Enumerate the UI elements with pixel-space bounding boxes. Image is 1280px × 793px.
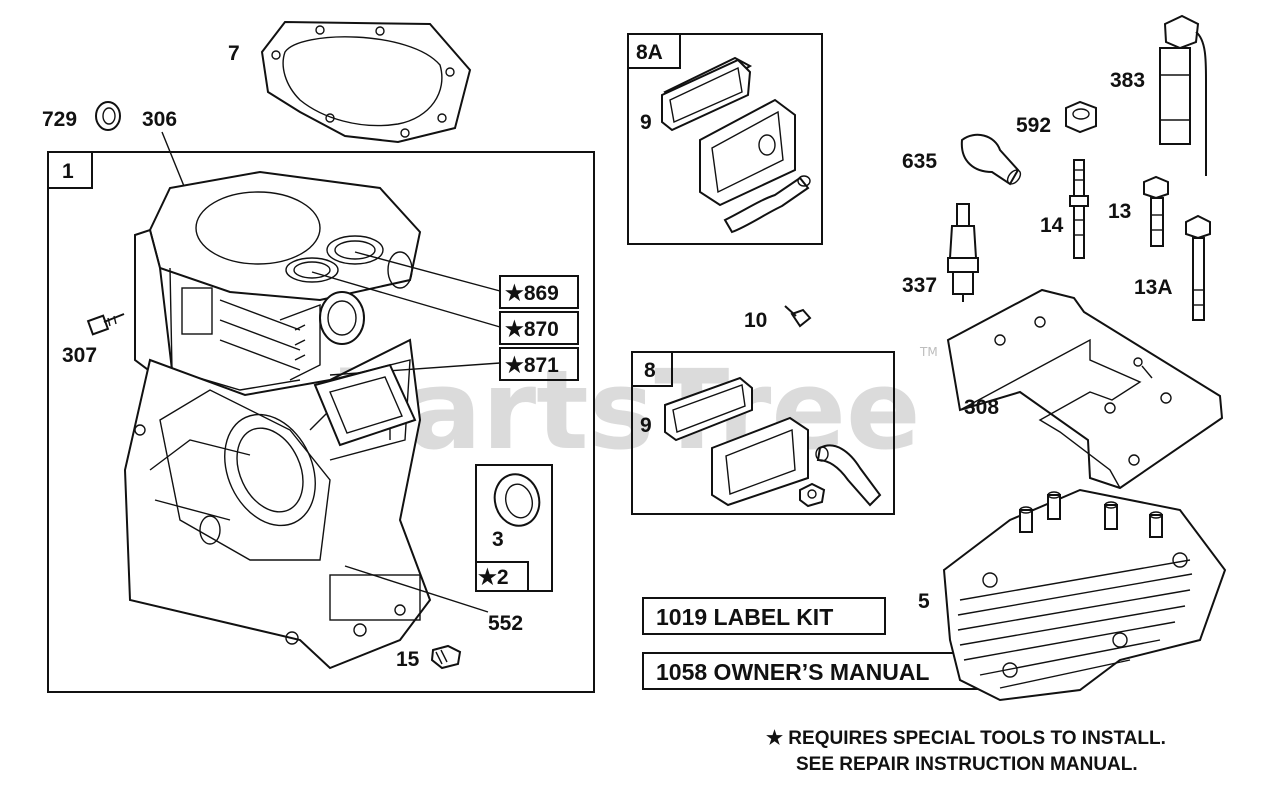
label-kit-box xyxy=(642,597,886,635)
head-gasket-drawing xyxy=(260,20,472,144)
callout-2-box xyxy=(475,561,529,592)
bolt-13-drawing xyxy=(1143,175,1169,247)
callout-869: ★869 xyxy=(505,282,559,305)
callout-14: 14 xyxy=(1040,214,1064,237)
screw-10-drawing xyxy=(784,305,812,328)
box-8a-label: 8A xyxy=(636,41,663,64)
box-1-label: 1 xyxy=(62,160,74,183)
label-kit: 1019 LABEL KIT xyxy=(656,604,833,630)
callout-869-box xyxy=(499,275,579,309)
callout-635: 635 xyxy=(902,150,937,173)
callout-10: 10 xyxy=(744,309,767,332)
nut-592-drawing xyxy=(1065,100,1097,134)
callout-871-box xyxy=(499,347,579,381)
callout-7: 7 xyxy=(228,42,240,65)
watermark-tm: TM xyxy=(919,345,938,359)
leader-552 xyxy=(344,565,489,613)
callout-592: 592 xyxy=(1016,114,1051,137)
callout-9-lower: 9 xyxy=(640,414,652,437)
seal-3-drawing xyxy=(493,473,541,527)
callout-729: 729 xyxy=(42,108,77,131)
callout-552: 552 xyxy=(488,612,523,635)
footnote-line-1: ★ REQUIRES SPECIAL TOOLS TO INSTALL. xyxy=(766,728,1166,749)
box-8a xyxy=(627,33,823,245)
footnote-line-2: SEE REPAIR INSTRUCTION MANUAL. xyxy=(796,754,1138,775)
callout-13: 13 xyxy=(1108,200,1131,223)
callout-306: 306 xyxy=(142,108,177,131)
callout-5: 5 xyxy=(918,590,930,613)
boot-635-drawing xyxy=(960,133,1022,186)
cylinder-head-5-drawing xyxy=(942,488,1227,702)
callout-870-box xyxy=(499,311,579,345)
callout-13a: 13A xyxy=(1134,276,1173,299)
callout-337: 337 xyxy=(902,274,937,297)
callout-383: 383 xyxy=(1110,69,1145,92)
box-1-tag xyxy=(47,151,93,189)
callout-307: 307 xyxy=(62,344,97,367)
plug-15-drawing xyxy=(430,644,462,670)
breather-8a-drawing xyxy=(661,56,811,234)
bolt-307-drawing xyxy=(86,313,125,336)
callout-15: 15 xyxy=(396,648,420,671)
callout-870: ★870 xyxy=(505,318,559,341)
owners-manual: 1058 OWNER’S MANUAL xyxy=(656,659,929,685)
part-383-drawing xyxy=(1159,14,1207,176)
stud-14-drawing xyxy=(1069,159,1089,259)
bolt-13a-drawing xyxy=(1185,214,1211,321)
plug-729-drawing xyxy=(95,101,121,131)
callout-3: 3 xyxy=(492,528,504,551)
leader-869 xyxy=(354,251,501,292)
cover-308-drawing xyxy=(946,288,1224,490)
box-8-label: 8 xyxy=(644,359,656,382)
callout-308: 308 xyxy=(964,396,999,419)
box-1 xyxy=(47,151,595,693)
gasket-871-drawing xyxy=(313,363,417,447)
callout-2: ★2 xyxy=(478,566,509,589)
spark-plug-337-drawing xyxy=(947,203,979,302)
leader-870 xyxy=(311,271,501,328)
callout-871: ★871 xyxy=(505,354,559,377)
callout-9-upper: 9 xyxy=(640,111,652,134)
box-8a-tag xyxy=(627,33,681,69)
box-8-tag xyxy=(631,351,673,387)
box-8 xyxy=(631,351,895,515)
breather-8-drawing xyxy=(664,376,882,508)
